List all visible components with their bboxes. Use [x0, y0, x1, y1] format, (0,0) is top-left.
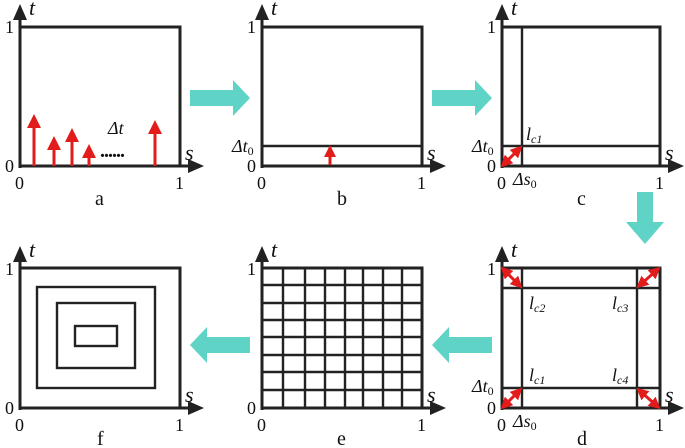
red-arrowhead [324, 145, 336, 157]
lc3-label: lc3 [612, 293, 628, 315]
contour-outer [35, 285, 157, 390]
domain-frame [500, 25, 662, 168]
red-arrowhead [65, 128, 79, 142]
s-one-tick: 1 [655, 173, 664, 193]
t-axis-arrowhead [495, 246, 509, 262]
red-arrowhead [82, 144, 96, 158]
lc4-label: lc4 [612, 365, 628, 387]
s-one-tick: 1 [417, 173, 426, 193]
red-diagonal-arrow [636, 387, 661, 410]
t-label: t [511, 0, 518, 20]
t-label: t [271, 0, 278, 20]
origin-t-tick: 0 [5, 398, 14, 418]
t-one-tick: 1 [487, 17, 496, 37]
panel-f: t s 1 0 0 1 f [5, 237, 204, 448]
t-axis-arrowhead [255, 4, 269, 20]
caption-f: f [97, 428, 104, 448]
s-axis-arrowhead [430, 159, 446, 173]
origin-s-tick: 0 [257, 415, 266, 435]
s-label: s [665, 382, 674, 407]
flow-arrow-b-to-c [432, 80, 492, 116]
s-axis-arrowhead [188, 159, 204, 173]
t-one-tick: 1 [247, 259, 256, 279]
flow-arrow-e-to-f [190, 327, 250, 363]
t-label: t [29, 0, 36, 20]
panel-e: t s 1 0 0 1 e [247, 237, 446, 448]
origin-s-tick: 0 [497, 173, 506, 193]
flow-arrow-d-to-e [432, 327, 492, 363]
s-label: s [665, 140, 674, 165]
t-axis-arrowhead [13, 4, 27, 20]
origin-t-tick: 0 [247, 398, 256, 418]
origin-t-tick: 0 [487, 156, 496, 176]
panel-a: t s 1 0 0 1 Δt ...... a [5, 0, 204, 210]
domain-frame [260, 25, 424, 168]
origin-t-tick: 0 [5, 156, 14, 176]
red-diagonal-arrow [636, 266, 661, 289]
delta-t0-label: Δt0 [231, 136, 254, 158]
mesh-grid [262, 268, 422, 408]
origin-t-tick: 0 [487, 398, 496, 418]
origin-s-tick: 0 [15, 173, 24, 193]
s-one-tick: 1 [175, 173, 184, 193]
caption-a: a [95, 188, 104, 210]
caption-c: c [577, 188, 586, 210]
domain-frame [500, 266, 662, 410]
delta-s0-label: Δs0 [512, 411, 537, 433]
s-label: s [185, 140, 194, 165]
s-axis-arrowhead [668, 401, 684, 415]
domain-frame [18, 25, 182, 168]
s-label: s [427, 140, 436, 165]
caption-b: b [337, 188, 347, 210]
lc2-label: lc2 [529, 293, 545, 315]
t-one-tick: 1 [247, 17, 256, 37]
delta-s0-label: Δs0 [512, 169, 537, 191]
s-label: s [427, 382, 436, 407]
delta-t0-label: Δt0 [471, 136, 494, 158]
s-label: s [185, 382, 194, 407]
delta-t-label: Δt [107, 118, 125, 138]
red-diagonal-arrow [500, 266, 523, 289]
lc1-label: lc1 [526, 124, 542, 146]
contour-middle [55, 301, 137, 370]
sample-arrows [27, 114, 162, 166]
lc1-label: lc1 [529, 365, 545, 387]
panel-c: t s 1 0 0 1 Δt0 Δs0 lc1 c [471, 0, 684, 210]
red-diagonal-arrow [500, 145, 523, 168]
flow-arrow-c-to-d [626, 192, 664, 244]
delta-t0-label: Δt0 [471, 376, 494, 398]
t-one-tick: 1 [5, 17, 14, 37]
t-axis-arrowhead [255, 246, 269, 262]
red-arrowhead [148, 120, 162, 134]
s-axis-arrowhead [430, 401, 446, 415]
caption-e: e [337, 428, 346, 448]
flow-arrow-a-to-b [190, 80, 250, 116]
red-arrowhead [47, 136, 61, 150]
origin-t-tick: 0 [247, 156, 256, 176]
panel-d: t s 1 0 0 1 Δt0 Δs0 lc2 lc3 lc1 lc4 d [471, 237, 684, 448]
t-axis-arrowhead [13, 246, 27, 262]
t-label: t [29, 237, 36, 262]
caption-d: d [577, 428, 587, 448]
origin-s-tick: 0 [15, 415, 24, 435]
s-axis-arrowhead [188, 401, 204, 415]
domain-frame [18, 266, 182, 410]
s-one-tick: 1 [655, 415, 664, 435]
t-axis-arrowhead [495, 4, 509, 20]
t-one-tick: 1 [5, 259, 14, 279]
origin-s-tick: 0 [497, 415, 506, 435]
panel-b: t s 1 0 0 1 Δt0 b [231, 0, 446, 210]
s-one-tick: 1 [175, 415, 184, 435]
contour-inner [73, 324, 119, 348]
ellipsis: ...... [100, 140, 125, 162]
red-arrowhead [27, 114, 41, 128]
s-one-tick: 1 [417, 415, 426, 435]
origin-s-tick: 0 [257, 173, 266, 193]
t-label: t [511, 237, 518, 262]
t-one-tick: 1 [487, 259, 496, 279]
t-label: t [271, 237, 278, 262]
red-diagonal-arrow [500, 387, 523, 410]
s-axis-arrowhead [668, 159, 684, 173]
